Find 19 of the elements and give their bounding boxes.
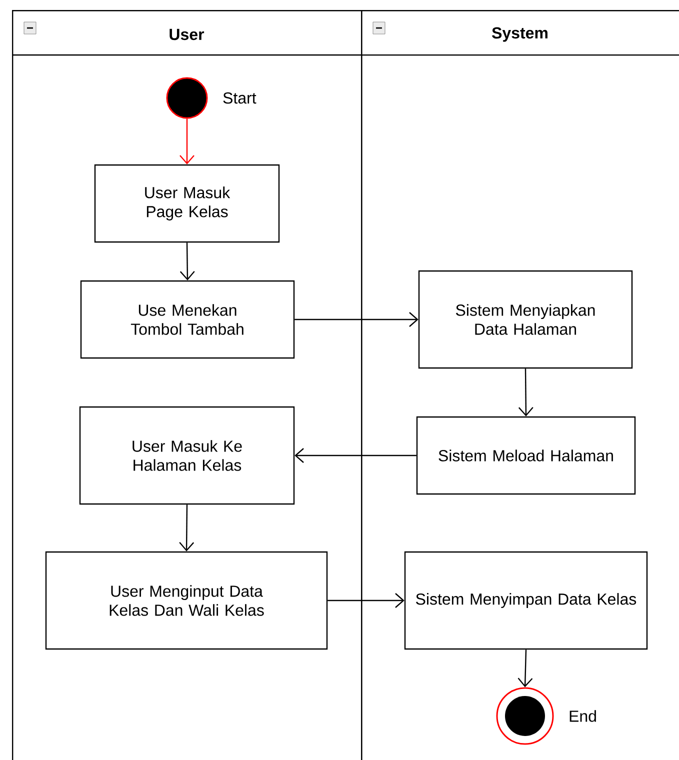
activity-box: Sistem Meload Halaman	[416, 416, 636, 495]
activity-box: Use Menekan Tombol Tambah	[80, 280, 295, 359]
arrow	[180, 118, 194, 164]
arrow	[328, 593, 404, 608]
activity-box: User Masuk Ke Halaman Kelas	[79, 406, 295, 505]
end-node	[496, 687, 554, 745]
activity-box: Sistem Menyimpan Data Kelas	[404, 551, 648, 650]
start-node	[166, 77, 208, 119]
activity-box: User Masuk Page Kelas	[94, 164, 280, 243]
arrow	[179, 504, 194, 552]
arrow	[518, 368, 534, 416]
arrow	[180, 242, 195, 280]
arrow	[518, 650, 533, 688]
arrow	[294, 448, 416, 463]
activity-box: User Menginput Data Kelas Dan Wali Kelas	[45, 551, 328, 650]
activity-box: Sistem Menyiapkan Data Halaman	[418, 270, 633, 369]
arrow	[294, 312, 418, 327]
node-caption: End	[570, 710, 596, 722]
node-caption: Start	[223, 92, 256, 104]
